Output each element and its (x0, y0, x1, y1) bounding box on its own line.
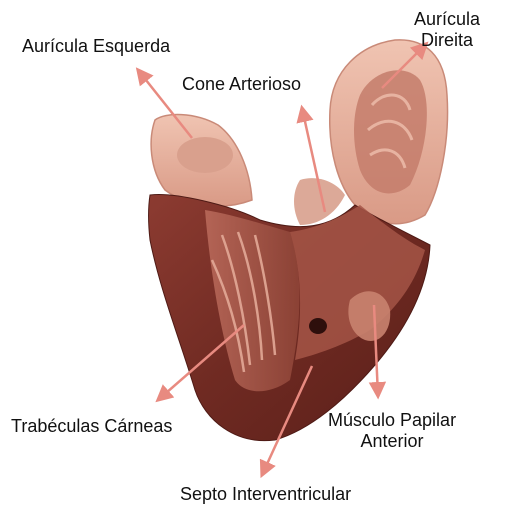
label-trabeculas-carneas: Trabéculas Cárneas (11, 416, 172, 437)
label-cone-arterioso: Cone Arterioso (182, 74, 301, 95)
septum-opening (309, 318, 327, 334)
label-musculo-papilar-line2: Anterior (328, 431, 456, 452)
label-musculo-papilar: Músculo Papilar Anterior (328, 410, 456, 452)
label-septo-interventricular-text: Septo Interventricular (180, 484, 351, 505)
label-septo-interventricular: Septo Interventricular (180, 484, 351, 505)
heart-model (149, 40, 448, 441)
label-auricula-esquerda-text: Aurícula Esquerda (22, 36, 170, 57)
label-auricula-direita: Aurícula Direita (414, 9, 480, 51)
label-auricula-esquerda: Aurícula Esquerda (22, 36, 170, 57)
label-auricula-direita-line1: Aurícula (414, 9, 480, 30)
label-cone-arterioso-text: Cone Arterioso (182, 74, 301, 95)
label-trabeculas-carneas-text: Trabéculas Cárneas (11, 416, 172, 437)
label-auricula-direita-line2: Direita (414, 30, 480, 51)
label-musculo-papilar-line1: Músculo Papilar (328, 410, 456, 431)
